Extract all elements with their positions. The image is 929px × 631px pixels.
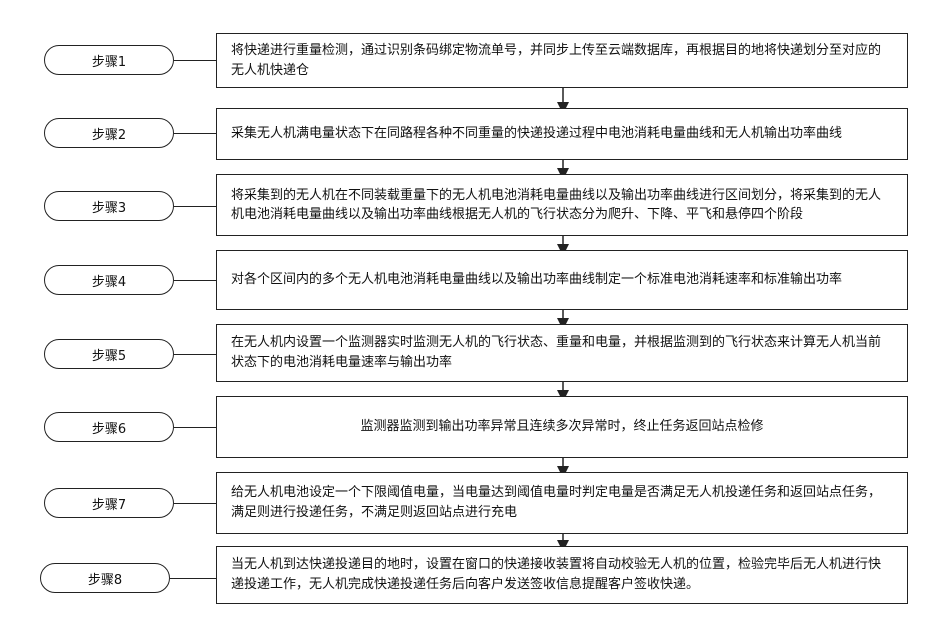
step-7-label: 步骤7 xyxy=(44,488,174,518)
step-1-label: 步骤1 xyxy=(44,45,174,75)
step-5-label: 步骤5 xyxy=(44,339,174,369)
step-2-label: 步骤2 xyxy=(44,118,174,148)
step-3-box: 将采集到的无人机在不同装载重量下的无人机电池消耗电量曲线以及输出功率曲线进行区间… xyxy=(216,174,908,236)
connector-4 xyxy=(174,280,216,281)
step-8-text: 当无人机到达快递投递目的地时，设置在窗口的快递接收装置将自动校验无人机的位置，检… xyxy=(231,555,893,595)
connector-8 xyxy=(170,578,216,579)
step-8-label: 步骤8 xyxy=(40,563,170,593)
step-2-box: 采集无人机满电量状态下在同路程各种不同重量的快递投递过程中电池消耗电量曲线和无人… xyxy=(216,108,908,160)
step-8-box: 当无人机到达快递投递目的地时，设置在窗口的快递接收装置将自动校验无人机的位置，检… xyxy=(216,546,908,604)
step-6-label: 步骤6 xyxy=(44,412,174,442)
connector-7 xyxy=(174,503,216,504)
step-6-box: 监测器监测到输出功率异常且连续多次异常时，终止任务返回站点检修 xyxy=(216,396,908,458)
connector-3 xyxy=(174,206,216,207)
step-5-text: 在无人机内设置一个监测器实时监测无人机的飞行状态、重量和电量，并根据监测到的飞行… xyxy=(231,333,893,373)
step-2-text: 采集无人机满电量状态下在同路程各种不同重量的快递投递过程中电池消耗电量曲线和无人… xyxy=(231,124,893,144)
step-5-box: 在无人机内设置一个监测器实时监测无人机的飞行状态、重量和电量，并根据监测到的飞行… xyxy=(216,324,908,382)
step-3-text: 将采集到的无人机在不同装载重量下的无人机电池消耗电量曲线以及输出功率曲线进行区间… xyxy=(231,186,893,224)
step-7-text: 给无人机电池设定一个下限阈值电量，当电量达到阈值电量时判定电量是否满足无人机投递… xyxy=(231,483,893,523)
connector-2 xyxy=(174,133,216,134)
connector-6 xyxy=(174,427,216,428)
step-4-text: 对各个区间内的多个无人机电池消耗电量曲线以及输出功率曲线制定一个标准电池消耗速率… xyxy=(231,270,893,290)
connector-5 xyxy=(174,354,216,355)
step-4-label: 步骤4 xyxy=(44,265,174,295)
step-7-box: 给无人机电池设定一个下限阈值电量，当电量达到阈值电量时判定电量是否满足无人机投递… xyxy=(216,472,908,534)
step-4-box: 对各个区间内的多个无人机电池消耗电量曲线以及输出功率曲线制定一个标准电池消耗速率… xyxy=(216,250,908,310)
step-1-text: 将快递进行重量检测，通过识别条码绑定物流单号，并同步上传至云端数据库，再根据目的… xyxy=(231,41,893,81)
connector-1 xyxy=(174,60,216,61)
step-3-label: 步骤3 xyxy=(44,191,174,221)
step-1-box: 将快递进行重量检测，通过识别条码绑定物流单号，并同步上传至云端数据库，再根据目的… xyxy=(216,33,908,88)
step-6-text: 监测器监测到输出功率异常且连续多次异常时，终止任务返回站点检修 xyxy=(231,417,893,437)
